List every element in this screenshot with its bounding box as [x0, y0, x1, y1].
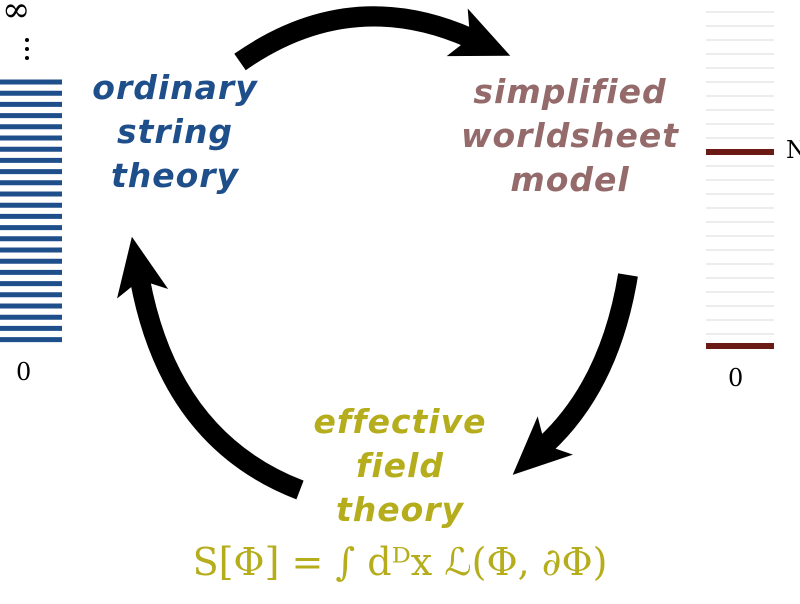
node-simplified-worldsheet-model: simplified worldsheet model [445, 70, 695, 202]
node-effective-field-theory: effective field theory [295, 400, 505, 532]
left-spectrum-lines [0, 79, 62, 343]
node-ordinary-string-theory: ordinary string theory [70, 66, 280, 198]
arrow-eft-to-string [117, 236, 304, 500]
arrow-worldsheet-to-eft [512, 273, 638, 475]
infinity-label: ∞ [2, 0, 31, 30]
node-line: field [356, 446, 444, 485]
node-line: theory [110, 156, 240, 195]
node-line: effective [313, 402, 487, 441]
node-line: theory [335, 490, 465, 529]
node-line: string [116, 112, 234, 151]
left-zero-label: 0 [16, 358, 32, 386]
node-line: simplified [473, 72, 667, 111]
node-line: model [510, 160, 630, 199]
right-n-label: N [786, 136, 800, 164]
node-line: ordinary [92, 68, 258, 107]
node-line: worldsheet [460, 116, 680, 155]
action-formula: S[Φ] = ∫ dᴰx ℒ(Φ, ∂Φ) [192, 540, 608, 584]
arrow-string-to-worldsheet [234, 6, 511, 71]
right-zero-label: 0 [728, 364, 744, 392]
ellipsis-dots [25, 38, 29, 65]
right-spectrum-lines [706, 11, 774, 349]
